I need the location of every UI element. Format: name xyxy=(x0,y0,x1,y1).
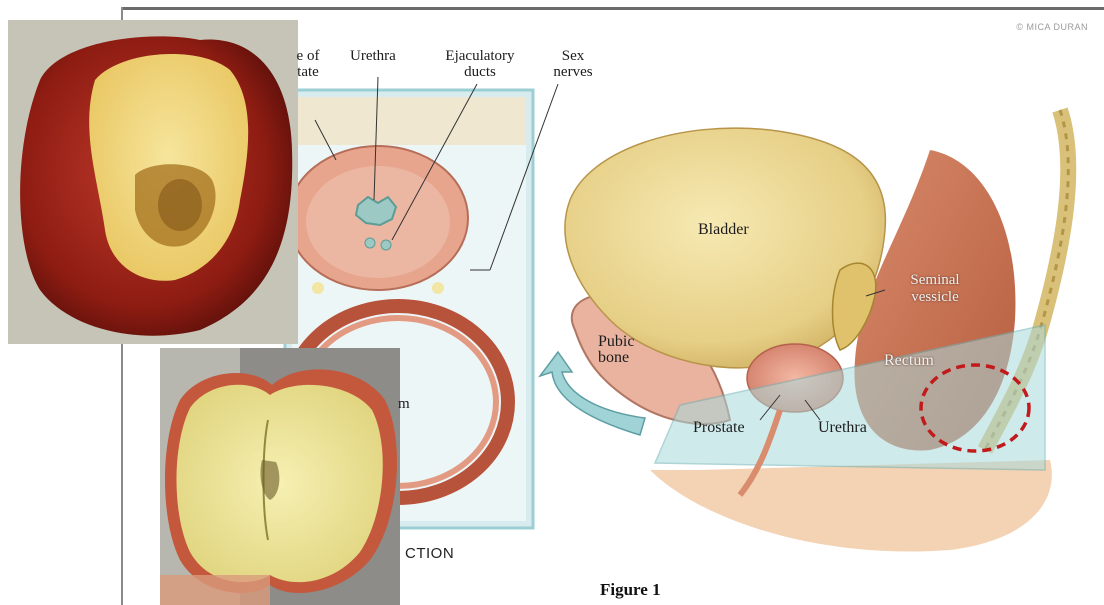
label-rectum: Rectum xyxy=(884,352,934,370)
label-rectum-section-fragment: m xyxy=(398,396,410,412)
label-bladder: Bladder xyxy=(698,222,749,238)
figure-caption: Figure 1 xyxy=(600,580,661,600)
label-base-of-prostate: e of tate xyxy=(287,48,329,80)
bitten-apple-photo xyxy=(8,20,298,344)
side-view xyxy=(565,110,1068,552)
label-prostate: Prostate xyxy=(693,420,745,436)
halved-apple-photo xyxy=(160,348,400,605)
label-seminal-vesicle: Seminal vessicle xyxy=(895,272,975,306)
label-urethra-section: Urethra xyxy=(350,48,396,64)
label-ejaculatory-ducts: Ejaculatory ducts xyxy=(430,48,530,80)
section-label: CTION xyxy=(405,545,454,562)
label-pubic-bone: Pubic bone xyxy=(598,334,634,366)
label-urethra-side: Urethra xyxy=(818,420,867,436)
label-sex-nerves: Sex nerves xyxy=(548,48,598,80)
